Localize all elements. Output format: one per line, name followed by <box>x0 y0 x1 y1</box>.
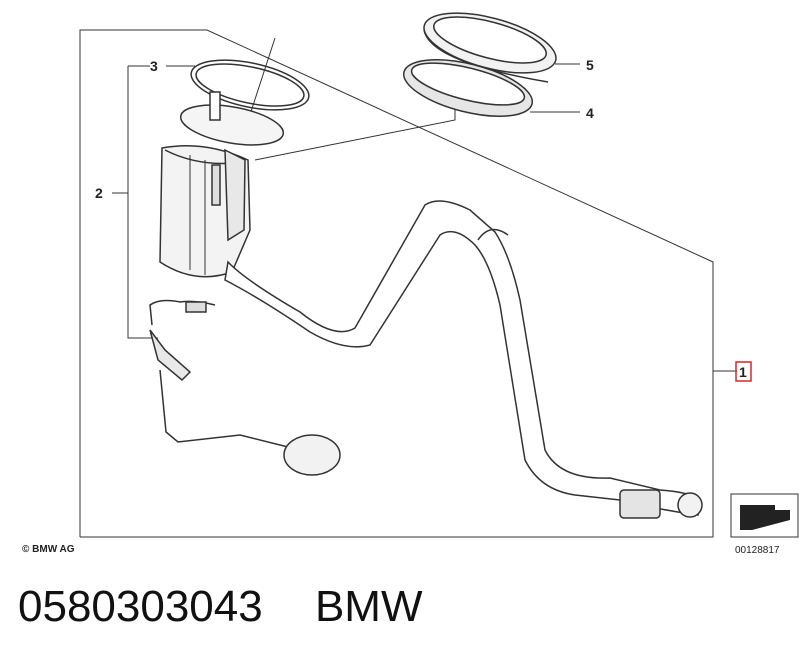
callout-1-highlight <box>735 361 752 382</box>
brand-name: BMW <box>314 582 423 631</box>
callout-1: 1 <box>739 364 747 380</box>
copyright: © BMW AG <box>22 544 75 555</box>
fuel-line-hose <box>224 200 703 519</box>
parts-diagram: 3 2 5 4 1 00128817 © BMW AG <box>22 12 799 556</box>
callout-3: 3 <box>150 58 158 74</box>
seal-ring-3 <box>190 59 310 111</box>
level-sensor <box>149 299 341 476</box>
caption: 0580303043 BMW <box>18 582 422 632</box>
drawing-number: 00128817 <box>735 545 780 556</box>
callout-4: 4 <box>586 105 594 121</box>
gasket-ring-4 <box>402 59 534 117</box>
lock-ring-5 <box>423 12 557 83</box>
callout-2: 2 <box>95 185 103 201</box>
view-direction-icon <box>730 493 799 538</box>
fuel-pump-module <box>159 91 285 278</box>
part-number: 0580303043 <box>18 582 263 631</box>
assembly-outline <box>79 29 714 538</box>
callout-5: 5 <box>586 57 594 73</box>
